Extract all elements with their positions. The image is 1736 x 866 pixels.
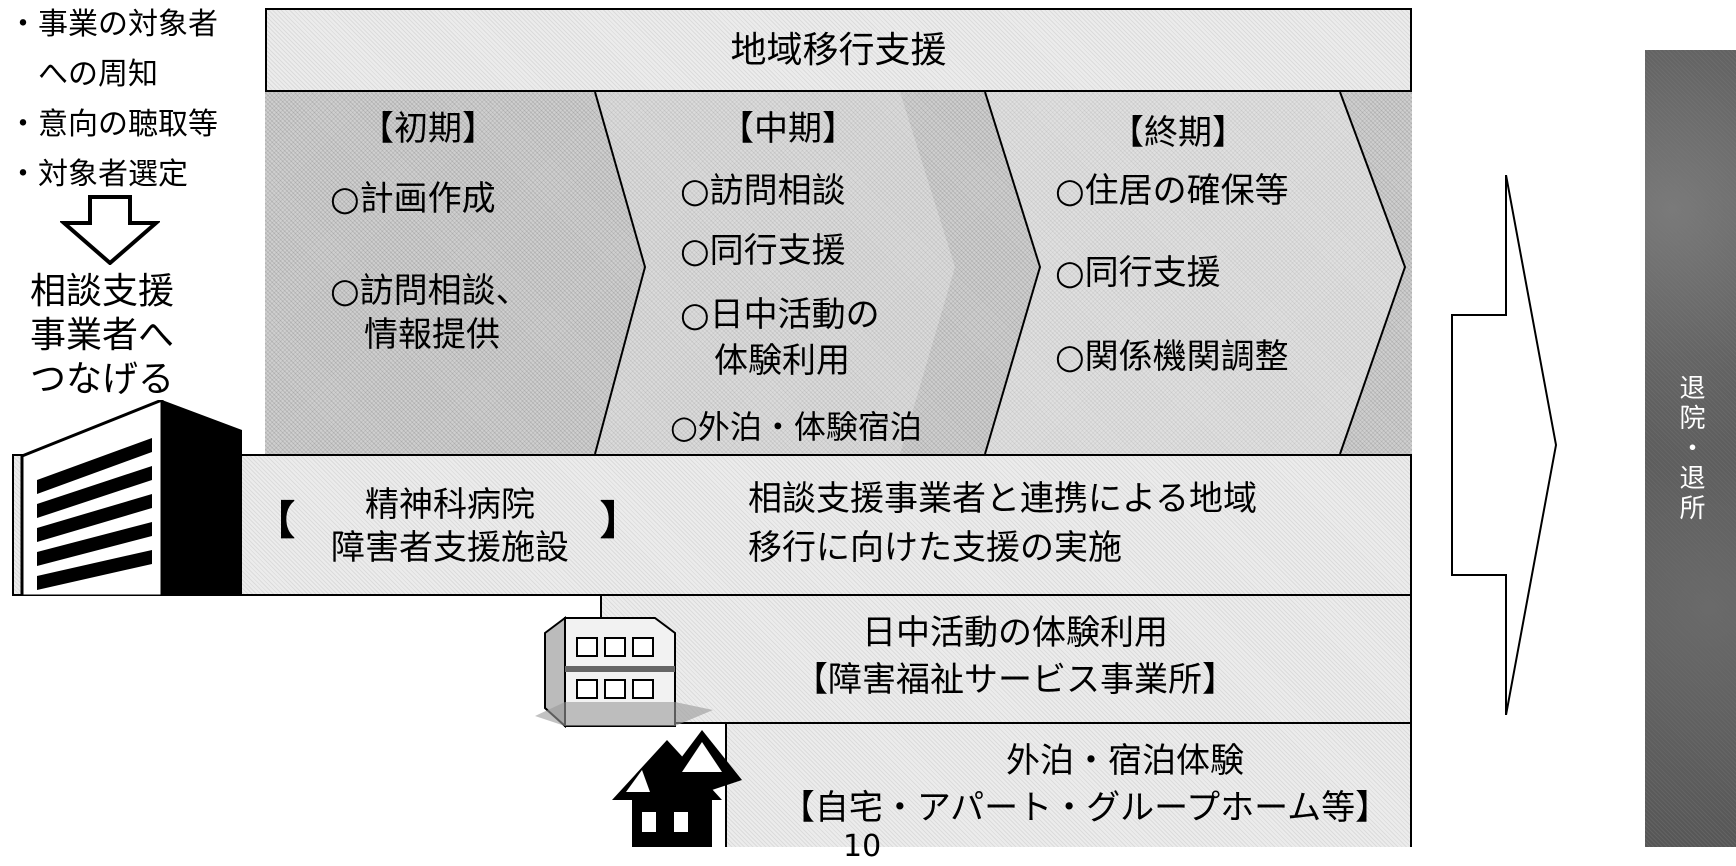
referral-line: 事業者へ <box>30 315 175 356</box>
stage-item: 体験利用 <box>680 341 850 381</box>
stage-item: ○関係機関調整 <box>1055 337 1289 377</box>
stage-item: 情報提供 <box>330 315 500 355</box>
note-item: ・事業の対象者 <box>8 7 218 42</box>
day-activity-line: 日中活動の体験利用 <box>862 613 1168 653</box>
day-activity-band <box>600 596 1412 724</box>
day-activity-text: 日中活動の体験利用 【障害福祉サービス事業所】 <box>780 612 1250 701</box>
referral-text: 相談支援 事業者へ つなげる <box>30 270 174 402</box>
overnight-text: 外泊・宿泊体験 【自宅・アパート・グループホーム等】 <box>770 740 1400 829</box>
overnight-line: 【自宅・アパート・グループホーム等】 <box>780 787 1390 828</box>
right-arrow-icon <box>1451 175 1558 715</box>
stage-item: ○訪問相談 <box>680 171 846 211</box>
overnight-band <box>725 724 1412 847</box>
hospital-desc: 相談支援事業者と連携による地域 移行に向けた支援の実施 <box>748 478 1257 569</box>
stage-title: 【終期】 <box>1110 113 1246 153</box>
house-icon <box>612 730 742 847</box>
stages-panel <box>265 92 1412 454</box>
stage-item: ○計画作成 <box>330 179 496 219</box>
note-item: ・対象者選定 <box>8 157 188 192</box>
stage-item: ○同行支援 <box>680 231 846 271</box>
stage-title: 【初期】 <box>360 109 496 149</box>
hospital-name-line: 障害者支援施設 <box>331 527 569 568</box>
stage-early: 【初期】 <box>355 108 496 151</box>
stage-item: ○住居の確保等 <box>1055 171 1289 211</box>
overnight-line: 外泊・宿泊体験 <box>1006 741 1244 781</box>
day-activity-line: 【障害福祉サービス事業所】 <box>794 659 1236 700</box>
down-arrow-icon <box>60 195 160 265</box>
hospital-name-line: 精神科病院 <box>365 485 535 525</box>
left-notes: ・事業の対象者 への周知 ・意向の聴取等 ・対象者選定 <box>8 0 248 200</box>
side-banner: 退院・退所 <box>1645 50 1736 847</box>
stage-title: 【中期】 <box>720 109 856 149</box>
referral-line: つなげる <box>30 359 175 400</box>
page-title: 地域移行支援 <box>730 29 947 71</box>
hospital-band <box>12 454 1412 596</box>
hospital-building-icon <box>20 400 242 596</box>
stage-item: ○訪問相談、 <box>330 271 530 311</box>
office-building-icon <box>535 616 713 728</box>
side-banner-text: 退院・退所 <box>1675 373 1705 524</box>
stage-item: ○同行支援 <box>1055 253 1221 293</box>
stage-item: ○外泊・体験宿泊 <box>670 408 922 446</box>
referral-line: 相談支援 <box>30 271 175 312</box>
hospital-desc-line: 相談支援事業者と連携による地域 <box>748 479 1257 519</box>
header-bar: 地域移行支援 <box>265 8 1412 92</box>
stage-chevrons <box>594 92 1407 454</box>
stage-item: ○日中活動の <box>680 295 880 335</box>
note-item: ・意向の聴取等 <box>8 107 218 142</box>
hospital-name: 精神科病院 障害者支援施設 <box>305 484 595 569</box>
note-item: への周知 <box>8 57 158 92</box>
bracket-close: 】 <box>600 498 640 544</box>
bracket-open: 【 <box>255 498 295 544</box>
hospital-desc-line: 移行に向けた支援の実施 <box>748 527 1122 568</box>
